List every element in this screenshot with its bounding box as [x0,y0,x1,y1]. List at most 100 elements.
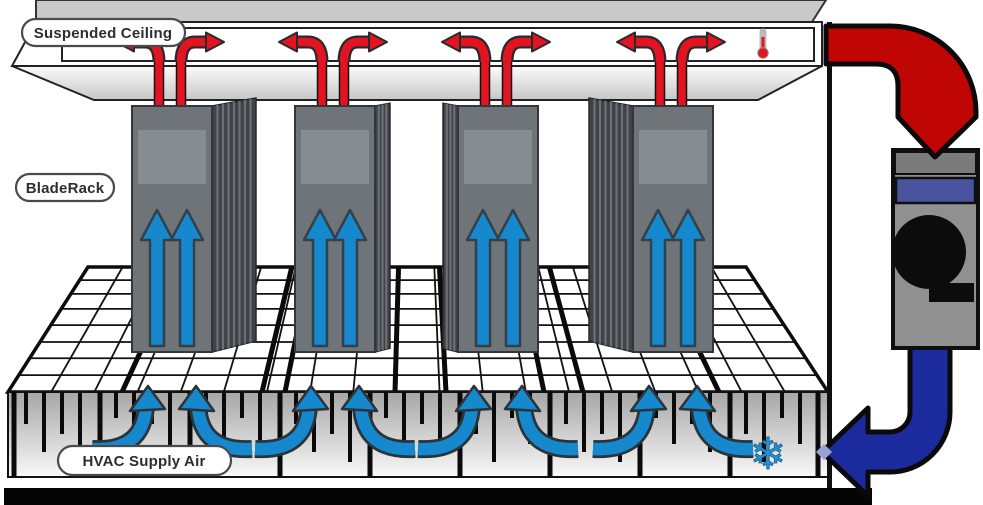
hot-air-arrow [677,37,708,63]
floor-support-post [187,392,193,476]
floor-heavy-line [392,266,402,393]
cold-air-rack-intake-arrow [169,208,205,348]
hot-air-arrow [339,37,370,63]
floor-grid-line [710,266,786,393]
floor-grid-line [266,266,297,393]
floor-support-post [97,392,103,476]
floor-pedestal [384,392,388,418]
cold-air-rack-intake-arrow [465,208,501,348]
cold-air-rack-intake-arrow [139,208,175,348]
floor-pedestal [258,392,262,444]
crac-cooling-loop [816,23,980,499]
cold-air-rack-intake-arrow [640,208,676,348]
cold-air-arrowhead [340,384,379,413]
cold-air-rack-intake-arrow [302,208,338,348]
floor-support-post [815,392,821,476]
cold-air-arrowhead [629,384,668,413]
floor-pedestal [402,392,406,444]
floor-pedestal [42,392,46,452]
hot-air-arrow [176,37,207,63]
cold-arrow-tip-highlight [816,444,832,460]
rack-vent-panel [464,130,532,184]
cold-air-arrowhead [128,384,167,413]
hvac-supply-air-label-text: HVAC Supply Air [82,453,205,470]
hot-air-arrow [634,37,665,63]
thermometer-icon [757,28,769,59]
exhaust-pipe [153,55,165,110]
snowflake-icon: ❄ [750,429,787,480]
hot-air-arrowhead [706,31,726,53]
hot-air-arrowhead [278,31,298,53]
cold-air-arrowhead [678,384,717,413]
cold-air-arrowhead [503,384,542,413]
suspended-ceiling-label-text: Suspended Ceiling [34,25,172,42]
cold-air-rack-intake-arrow [670,208,706,348]
floor-heavy-line [259,266,295,393]
rack-vent-panel [301,130,369,184]
floor-grid-line [50,266,124,393]
floor-pedestal [438,392,442,452]
floor-pedestal [672,392,676,444]
hvac-supply-air-label: HVAC Supply Air [56,444,233,477]
diagram-right-border [827,22,832,488]
cold-air-underfloor-arrow [692,404,754,456]
floor-pedestal [420,392,424,424]
underfloor-base-strip [6,478,830,488]
cold-air-underfloor-arrow [354,404,416,456]
floor-pedestal [60,392,64,434]
floor-pedestal [582,392,586,452]
floor-pedestal [744,392,748,434]
cold-air-underfloor-arrow [592,404,654,456]
exhaust-pipe [338,55,350,110]
blade-racks [131,97,714,353]
cold-air-rack-intake-arrow [332,208,368,348]
floor-support-post [727,392,733,476]
floor-grid-line [537,266,570,393]
suspended-ceiling-label: Suspended Ceiling [20,17,187,48]
bladerack-label-text: BladeRack [26,180,105,197]
rack-vent-panel [639,130,707,184]
floor-support-post [11,392,17,476]
bladerack-label: BladeRack [14,172,116,203]
exhaust-pipe [676,55,688,110]
suspended-ceiling-slab [11,65,823,101]
floor-pedestal [492,392,496,462]
floor-pedestal [780,392,784,418]
floor-grid-line [433,266,441,393]
rack-vent-panel [138,130,206,184]
blade-rack [442,102,539,353]
floor-pedestal [348,392,352,462]
blade-rack [588,97,714,353]
floor-pedestal [78,392,82,462]
floor-pedestal [600,392,604,434]
hot-air-arrow [296,37,327,63]
crac-unit [891,148,980,350]
floor-pedestal [798,392,802,444]
cold-air-supply-arrow [819,343,953,499]
hot-air-arrowhead [441,31,461,53]
cold-air-underfloor-arrow [254,404,316,456]
floor-pedestal [564,392,568,424]
cold-air-underfloor-arrow [517,404,579,456]
exhaust-pipe [654,55,666,110]
blower-fan-icon [892,215,966,289]
blade-rack [294,102,391,353]
hot-air-arrowhead [616,31,636,53]
exhaust-pipe [316,55,328,110]
floor-pedestal [24,392,28,424]
exhaust-pipe [501,55,513,110]
floor-pedestal [762,392,766,462]
blower-outlet [929,283,974,302]
floor-support-post [277,392,283,476]
diagram-bottom-shadow [4,488,872,505]
floor-support-post [547,392,553,476]
cold-air-rack-intake-arrow [495,208,531,348]
hot-air-arrow [459,37,490,63]
floor-pedestal [222,392,226,462]
cold-air-underfloor-arrow [191,404,253,456]
blade-rack [131,97,257,353]
floor-pedestal [330,392,334,434]
exhaust-pipe [479,55,491,110]
